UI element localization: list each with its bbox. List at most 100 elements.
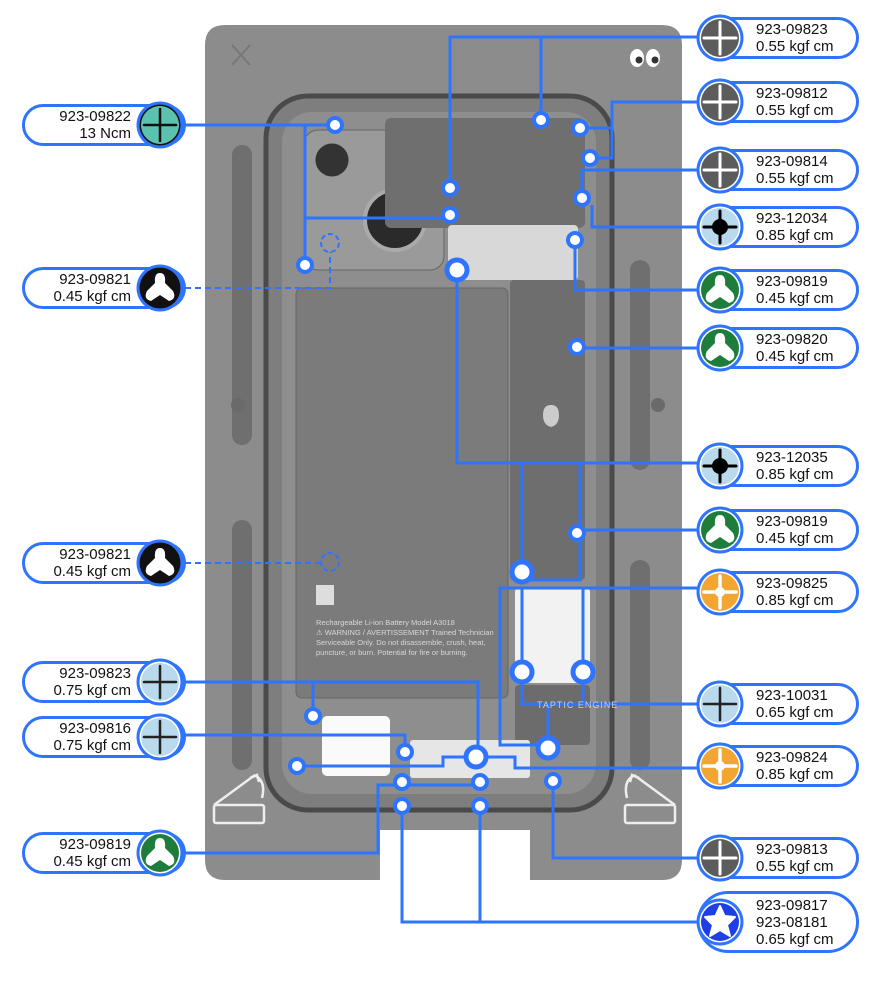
torque-value: 0.85 kgf cm	[756, 766, 834, 783]
torque-value: 13 Ncm	[79, 125, 131, 142]
screw-markers	[288, 111, 599, 815]
torque-value: 0.45 kgf cm	[53, 563, 131, 580]
part-number: 923-09820	[756, 331, 828, 348]
tray-slot-right-bottom	[630, 560, 650, 770]
part-number: 923-09824	[756, 749, 828, 766]
screw-location-marker	[288, 757, 306, 775]
screw-location-marker	[396, 743, 414, 761]
screw-location-marker	[509, 659, 535, 685]
screw-location-marker	[441, 206, 459, 224]
tray-slot-left-bottom	[232, 520, 252, 770]
light-blue-phillips-bit-icon	[695, 679, 745, 729]
light-blue-standoff-bit-icon	[695, 441, 745, 491]
green-trilobe-bit-icon	[135, 828, 185, 878]
torque-value: 0.75 kgf cm	[53, 737, 131, 754]
torque-value: 0.45 kgf cm	[756, 348, 834, 365]
torque-value: 0.85 kgf cm	[756, 466, 834, 483]
torque-value: 0.55 kgf cm	[756, 38, 834, 55]
screw-location-marker	[571, 119, 589, 137]
leader-line	[551, 781, 697, 860]
leader-line	[580, 168, 697, 198]
leader-line	[522, 463, 582, 582]
taptic-engine-label: TAPTIC ENGINE	[537, 700, 619, 710]
part-number: 923-09819	[756, 273, 828, 290]
torque-value: 0.85 kgf cm	[756, 227, 834, 244]
part-number: 923-09821	[59, 546, 131, 563]
hidden-screw-marker	[320, 552, 340, 572]
tray-slot-left-top	[232, 145, 252, 445]
battery	[295, 287, 509, 699]
torque-value: 0.55 kgf cm	[756, 102, 834, 119]
leader-line	[573, 240, 697, 292]
gray-phillips-bit-icon	[695, 13, 745, 63]
leader-line	[448, 35, 697, 188]
part-number: 923-09813	[756, 841, 828, 858]
torque-value: 0.45 kgf cm	[53, 288, 131, 305]
torque-value: 0.45 kgf cm	[756, 290, 834, 307]
part-number: 923-09816	[59, 720, 131, 737]
speaker-module	[515, 588, 590, 683]
torque-value: 0.85 kgf cm	[756, 592, 834, 609]
tray-slot-right-top	[630, 260, 650, 470]
part-number: 923-09819	[756, 513, 828, 530]
screw-location-marker	[568, 524, 586, 542]
screw-location-marker	[393, 797, 411, 815]
logic-board-top	[385, 118, 585, 228]
screw-location-marker	[570, 659, 596, 685]
battery-model-label: Rechargeable Li-ion Battery Model A3018	[316, 618, 455, 627]
battery-label-patch	[316, 585, 334, 605]
part-number: 923-09819	[59, 836, 131, 853]
eyes-logo-icon	[630, 49, 660, 67]
torque-value: 0.75 kgf cm	[53, 682, 131, 699]
light-blue-standoff-bit-icon	[695, 202, 745, 252]
torque-value: 0.55 kgf cm	[756, 858, 834, 875]
part-number: 923-09814	[756, 153, 828, 170]
torque-value: 0.45 kgf cm	[756, 530, 834, 547]
blue-pentalobe-bit-icon	[695, 897, 745, 947]
battery-warning-label: ⚠ WARNING / AVERTISSEMENT Trained Techni…	[316, 628, 494, 657]
green-trilobe-bit-icon	[695, 265, 745, 315]
part-number: 923-09817	[756, 896, 828, 914]
gray-phillips-bit-icon	[695, 77, 745, 127]
screw-location-marker	[568, 338, 586, 356]
tray-hole	[651, 398, 665, 412]
part-number: 923-09812	[756, 85, 828, 102]
screw-location-marker	[535, 735, 561, 761]
leader-line	[590, 100, 697, 160]
hidden-screw-marker	[320, 233, 340, 253]
apple-logo-icon	[543, 405, 559, 427]
part-number: 923-12034	[756, 210, 828, 227]
screw-location-marker	[581, 149, 599, 167]
orange-phillips-bit-icon	[695, 741, 745, 791]
camera-lens	[312, 140, 352, 180]
torque-value: 0.45 kgf cm	[53, 853, 131, 870]
screw-location-marker	[509, 559, 535, 585]
torque-value: 0.65 kgf cm	[756, 930, 834, 948]
logic-board	[510, 280, 585, 580]
screw-location-marker	[471, 797, 489, 815]
screw-location-marker	[471, 773, 489, 791]
screw-location-marker	[441, 179, 459, 197]
part-number: 923-08181	[756, 913, 828, 931]
torque-value: 0.55 kgf cm	[756, 170, 834, 187]
screw-location-marker	[532, 111, 550, 129]
green-trilobe-bit-icon	[695, 323, 745, 373]
battery-label-text: Rechargeable Li-ion Battery Model A3018 …	[316, 618, 496, 658]
part-number: 923-10031	[756, 687, 828, 704]
black-trilobe-bit-icon	[135, 263, 185, 313]
part-number: 923-09821	[59, 271, 131, 288]
orange-phillips-bit-icon	[695, 567, 745, 617]
torque-value: 0.65 kgf cm	[756, 704, 834, 721]
green-trilobe-bit-icon	[695, 505, 745, 555]
part-number: 923-09823	[59, 665, 131, 682]
leader-line	[297, 755, 476, 768]
screw-location-marker	[463, 744, 489, 770]
tray-hole	[231, 398, 245, 412]
part-number: 923-09822	[59, 108, 131, 125]
teal-phillips-bit-icon	[135, 100, 185, 150]
screw-location-marker	[573, 189, 591, 207]
gray-phillips-bit-icon	[695, 145, 745, 195]
screw-location-marker	[393, 773, 411, 791]
